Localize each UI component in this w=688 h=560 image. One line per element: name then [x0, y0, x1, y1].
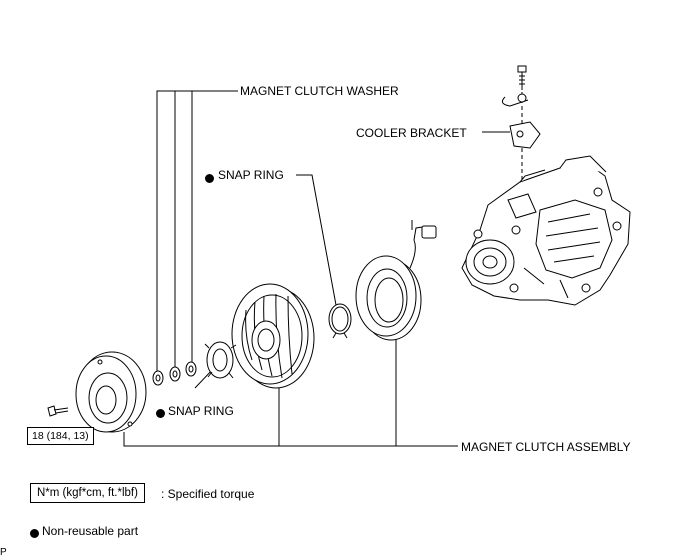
corner-code: P	[0, 547, 7, 558]
non-reusable-legend-label: Non-reusable part	[42, 524, 139, 538]
washer-leader-line	[156, 90, 238, 375]
magnet-clutch-assembly-label: MAGNET CLUTCH ASSEMBLY	[461, 440, 631, 454]
clutch-assembly-leader	[123, 338, 458, 447]
bolt-torque-box: 18 (184, 13)	[27, 427, 94, 445]
snap-ring-upper-label: SNAP RING	[218, 168, 284, 182]
torque-legend-box: N*m (kgf*cm, ft.*lbf)	[30, 483, 145, 503]
pulley	[231, 283, 315, 389]
cooler-bracket	[509, 121, 541, 149]
bracket-bolt	[517, 65, 527, 90]
bracket-clip	[501, 93, 529, 107]
magnet-clutch-washer-label: MAGNET CLUTCH WASHER	[240, 84, 399, 98]
magnet-clutch-stator	[355, 255, 422, 341]
snap-ring-lower-label: SNAP RING	[168, 404, 234, 418]
magnet-clutch-washers	[152, 361, 197, 386]
non-reusable-dot-icon	[156, 409, 165, 418]
pressure-plate	[75, 351, 147, 433]
snap-ring-upper-leader	[296, 174, 337, 306]
shaft-bolt	[47, 405, 69, 417]
torque-legend-desc: : Specified torque	[161, 487, 255, 501]
compressor	[461, 155, 631, 306]
non-reusable-dot-icon	[205, 174, 214, 183]
non-reusable-legend-dot-icon	[30, 529, 39, 538]
snap-ring-small	[204, 341, 237, 379]
cooler-bracket-label: COOLER BRACKET	[356, 126, 467, 140]
snap-ring-large	[328, 303, 352, 339]
clutch-wire-connector	[409, 220, 437, 269]
